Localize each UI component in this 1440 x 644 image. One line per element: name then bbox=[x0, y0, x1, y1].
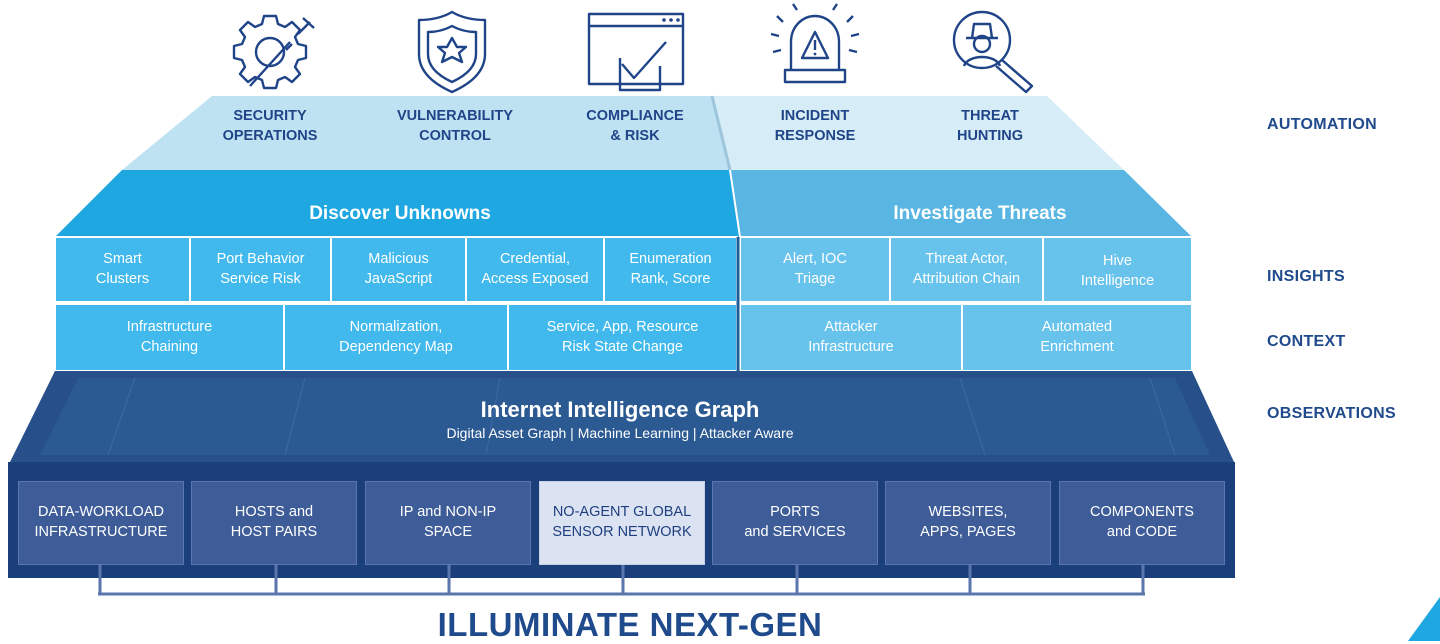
side-label-automation: AUTOMATION bbox=[1267, 116, 1377, 133]
automation-divider bbox=[710, 95, 732, 171]
investigate-insights-row bbox=[739, 236, 1193, 303]
alarm-siren-icon bbox=[770, 3, 860, 84]
discover-insights-row bbox=[54, 236, 738, 303]
context-attacker-infrastructure: Attacker Infrastructure bbox=[808, 319, 894, 355]
observation-ports-services: PORTS and SERVICES bbox=[712, 481, 878, 565]
side-label-context: CONTEXT bbox=[1267, 333, 1346, 350]
shield-star-icon bbox=[417, 10, 487, 94]
observation-data-workload: DATA-WORKLOAD INFRASTRUCTURE bbox=[18, 481, 184, 565]
gear-wrench-icon bbox=[232, 14, 315, 90]
observation-ip-space: IP and NON-IP SPACE bbox=[365, 481, 531, 565]
insight-alert-ioc-triage: Alert, IOC Triage bbox=[783, 251, 847, 287]
graph-title: Internet Intelligence Graph bbox=[480, 397, 760, 422]
insight-enumeration-rank: Enumeration Rank, Score bbox=[629, 251, 712, 287]
investigate-header bbox=[730, 170, 1192, 237]
discover-header bbox=[55, 170, 740, 237]
footer-title: ILLUMINATE NEXT-GEN bbox=[437, 606, 823, 643]
investigate-context-row bbox=[739, 303, 1193, 372]
side-label-insights: INSIGHTS bbox=[1267, 268, 1345, 285]
automation-band-right bbox=[712, 96, 1124, 170]
investigate-threats-title: Investigate Threats bbox=[893, 203, 1067, 224]
observation-components-code: COMPONENTS and CODE bbox=[1059, 481, 1225, 565]
icon-label-vulnerability-control: VULNERABILITY CONTROL bbox=[397, 108, 513, 144]
graph-subtitle: Digital Asset Graph | Machine Learning |… bbox=[446, 425, 794, 441]
context-automated-enrichment: Automated Enrichment bbox=[1040, 319, 1114, 355]
context-normalization: Normalization, Dependency Map bbox=[339, 319, 453, 355]
graph-band-inner bbox=[40, 378, 1210, 455]
insight-hive-intelligence: Hive Intelligence bbox=[1080, 253, 1155, 289]
context-risk-state-change: Service, App, Resource Risk State Change bbox=[546, 319, 699, 355]
browser-checkmark-icon bbox=[587, 12, 685, 92]
context-infrastructure-chaining: Infrastructure Chaining bbox=[126, 319, 213, 355]
icon-label-security-operations: SECURITY OPERATIONS bbox=[222, 108, 318, 144]
discover-unknowns-title: Discover Unknowns bbox=[309, 203, 491, 224]
observation-hosts: HOSTS and HOST PAIRS bbox=[191, 481, 357, 565]
observation-websites-apps: WEBSITES, APPS, PAGES bbox=[885, 481, 1051, 565]
insight-port-behavior: Port Behavior Service Risk bbox=[216, 251, 305, 287]
insight-malicious-javascript: Malicious JavaScript bbox=[364, 251, 433, 287]
observation-sensor-network: NO-AGENT GLOBAL SENSOR NETWORK bbox=[539, 481, 705, 565]
automation-band-left bbox=[122, 96, 730, 170]
insight-threat-actor: Threat Actor, Attribution Chain bbox=[912, 251, 1021, 287]
connector-bracket bbox=[98, 565, 1145, 596]
icon-label-compliance-risk: COMPLIANCE & RISK bbox=[586, 108, 684, 144]
corner-accent bbox=[1408, 597, 1440, 641]
insights-divider bbox=[729, 169, 741, 238]
icon-label-threat-hunting: THREAT HUNTING bbox=[956, 108, 1024, 144]
magnifier-spy-icon bbox=[952, 10, 1034, 94]
insight-smart-clusters: Smart Clusters bbox=[95, 251, 150, 287]
icon-label-incident-response: INCIDENT RESPONSE bbox=[774, 108, 856, 144]
side-label-observations: OBSERVATIONS bbox=[1267, 405, 1396, 422]
insight-credential-access: Credential, Access Exposed bbox=[481, 251, 589, 287]
